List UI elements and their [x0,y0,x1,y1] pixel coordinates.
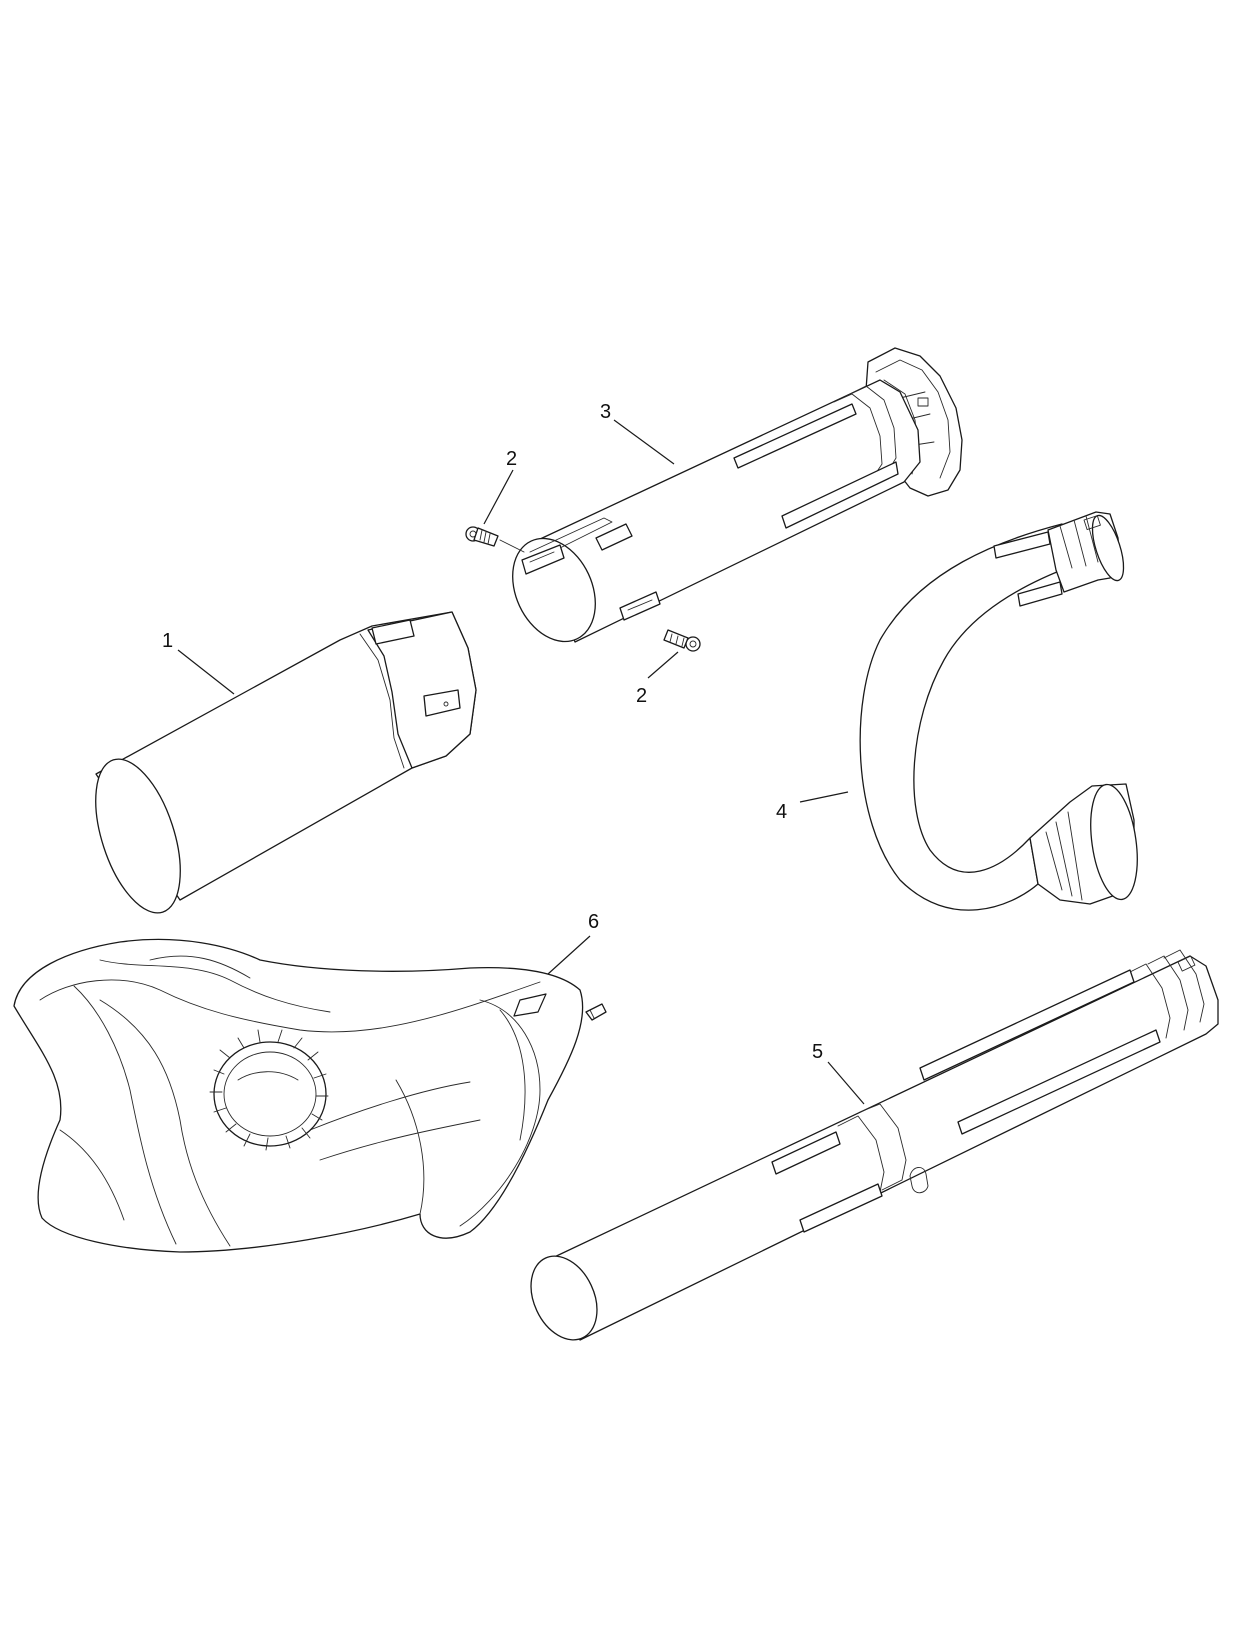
callout-6: 6 [588,911,599,933]
leader-3 [613,419,675,465]
part-1-nozzle [95,611,477,914]
callout-labels: 1 2 2 3 4 5 6 [162,401,823,1063]
callout-2-lower: 2 [636,685,647,707]
callout-3: 3 [600,401,611,423]
part-2-screw-lower [663,629,701,652]
leader-1 [177,649,235,695]
part-2-screw-upper [465,526,525,553]
part-5-extension-tube [530,949,1219,1341]
leader-2b [647,651,679,679]
leader-lines [177,419,865,1105]
callout-1: 1 [162,630,173,652]
callout-5: 5 [812,1041,823,1063]
part-6-collection-bag [13,938,607,1253]
leader-2a [483,469,514,525]
callout-4: 4 [776,801,787,823]
part-4-curved-tube [859,511,1138,911]
part-3-blower-tube [512,347,963,643]
callout-2-upper: 2 [506,448,517,470]
leader-5 [827,1061,865,1105]
leader-4 [799,791,849,803]
leader-6 [547,935,591,975]
